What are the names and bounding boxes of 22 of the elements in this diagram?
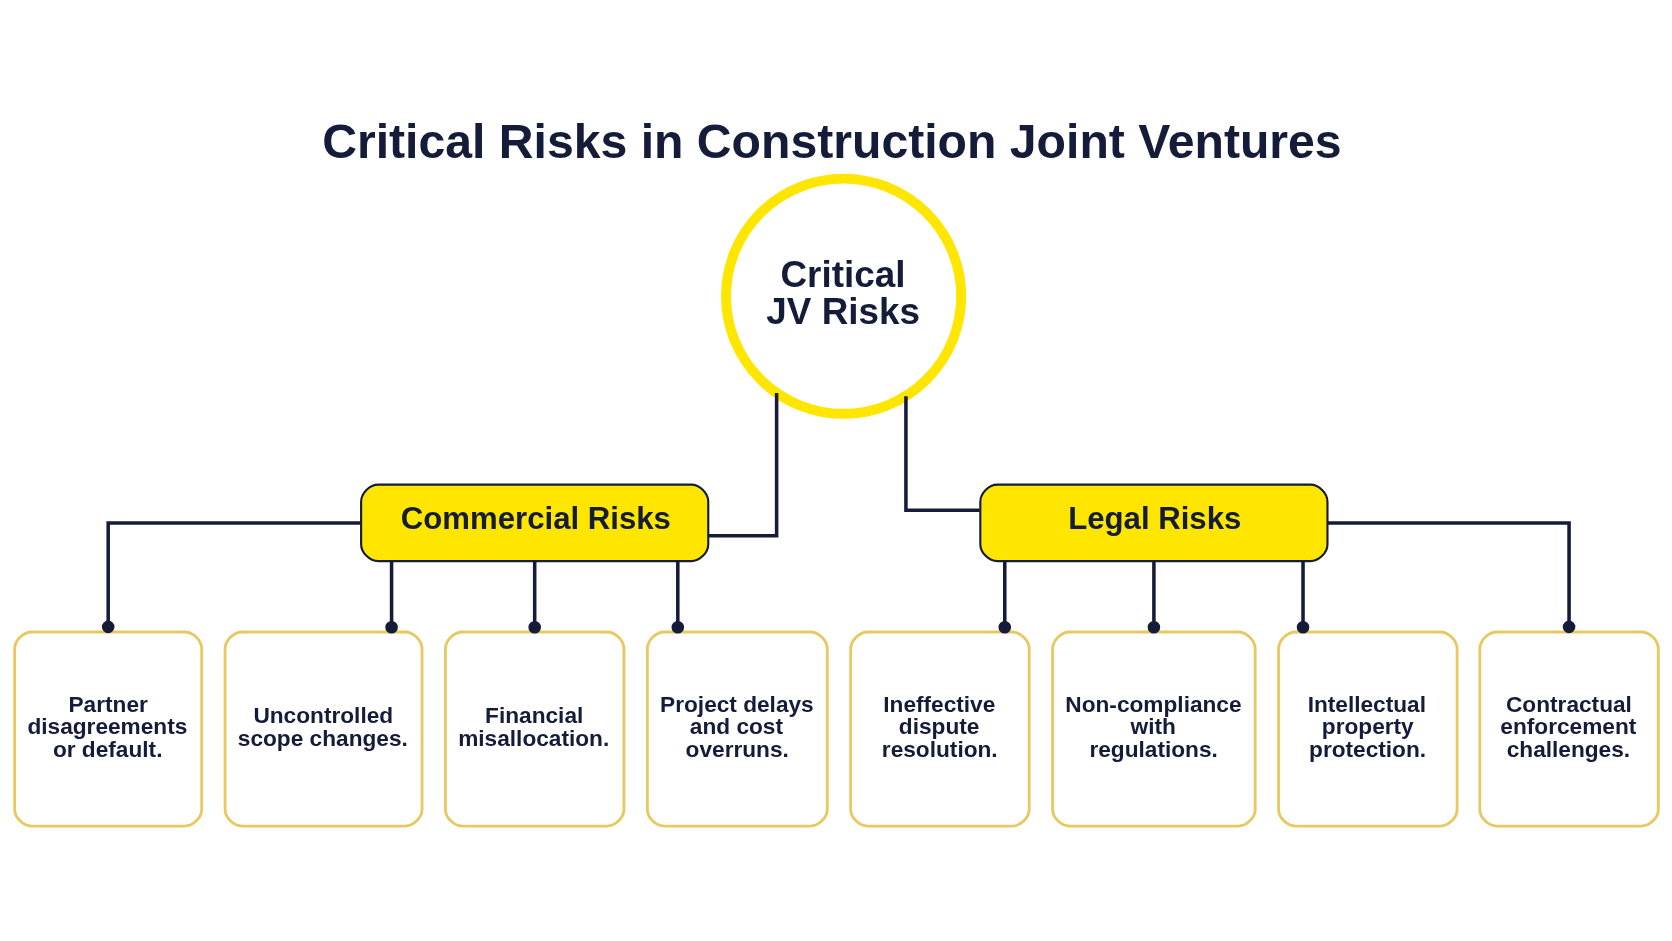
node-box: Legal Risks [978,483,1329,563]
node-box: Non-compliance with regulations. [1050,630,1257,828]
node-box: Intellectual property protection. [1276,630,1459,828]
node-box: Contractual enforcement challenges. [1477,630,1660,828]
connector [1147,561,1160,634]
connector [527,561,541,634]
connector [671,561,684,634]
connector [1327,521,1575,634]
connector [1296,561,1309,634]
connector [384,561,398,634]
node-box: Project delays and cost overruns. [645,630,829,828]
node-circle: Critical JV Risks [720,173,966,419]
connector [903,396,980,512]
node-box: Financial misallocation. [443,630,625,828]
diagram-title: Critical Risks in Construction Joint Ventures [321,113,1342,168]
node-box: Commercial Risks [359,483,709,563]
connector [708,392,778,538]
node-box: Ineffective dispute resolution. [848,630,1031,828]
node-box: Partner disagreements or default. [12,630,203,828]
node-box: Uncontrolled scope changes. [223,630,423,828]
connector [101,521,361,634]
connector [997,561,1011,634]
